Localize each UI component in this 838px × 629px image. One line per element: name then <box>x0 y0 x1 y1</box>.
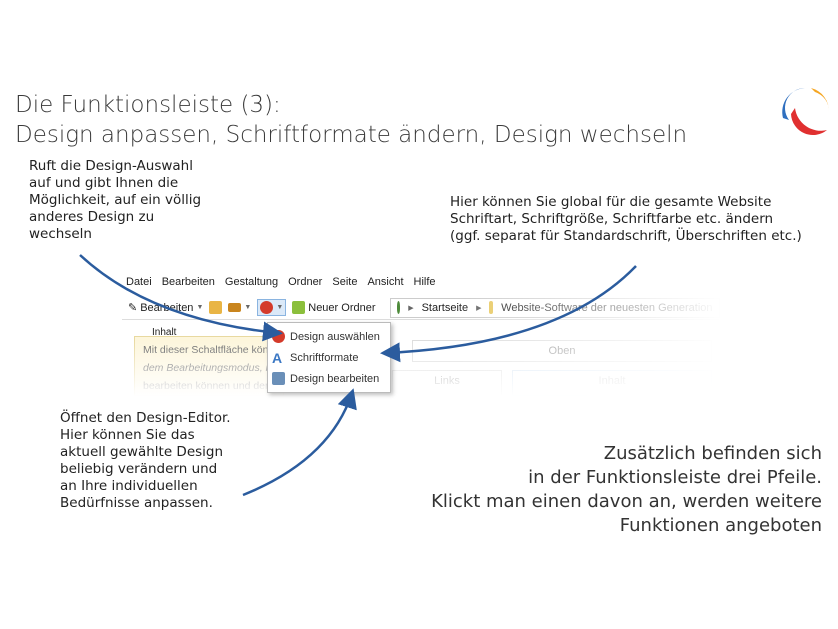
note-line: Öffnet den Design-Editor. <box>60 410 231 426</box>
font-icon: A <box>272 349 283 366</box>
menu-item-label: Design auswählen <box>290 330 380 343</box>
note-line: Ruft die Design-Auswahl <box>29 158 193 174</box>
note-line: Schriftart, Schriftgröße, Schriftfarbe e… <box>450 211 774 227</box>
note-line: (ggf. separat für Standardschrift, Übers… <box>450 228 802 244</box>
arrow-design-edit <box>242 388 357 497</box>
menu-item-label: Design bearbeiten <box>290 372 380 385</box>
logo-icon <box>782 88 830 136</box>
note-line: aktuell gewählte Design <box>60 444 224 460</box>
note-line: anderes Design zu <box>29 209 155 225</box>
arrow-fonts <box>380 265 637 363</box>
slide-title: Die Funktionsleiste (3): Design anpassen… <box>15 90 687 150</box>
menu-item-fonts[interactable]: A Schriftformate <box>272 347 386 368</box>
note-fonts: Hier können Sie global für die gesamte W… <box>450 194 802 245</box>
note-line: in der Funktionsleiste drei Pfeile. <box>528 467 822 488</box>
note-design-editor: Öffnet den Design-Editor. Hier können Si… <box>60 410 231 512</box>
note-line: Hier können Sie global für die gesamte W… <box>450 194 772 210</box>
note-design-select: Ruft die Design-Auswahl auf und gibt Ihn… <box>29 158 201 243</box>
monitor-icon <box>272 372 285 385</box>
note-line: beliebig verändern und <box>60 461 218 477</box>
menu-item-label: Schriftformate <box>290 351 359 364</box>
note-line: Hier können Sie das <box>60 427 195 443</box>
note-arrows: Zusätzlich befinden sich in der Funktion… <box>431 442 822 538</box>
arrow-design-select <box>79 254 283 342</box>
note-line: Klickt man einen davon an, werden weiter… <box>431 491 822 512</box>
menu-item-design-edit[interactable]: Design bearbeiten <box>272 368 386 389</box>
title-line-2: Design anpassen, Schriftformate ändern, … <box>15 122 688 148</box>
note-line: an Ihre individuellen <box>60 478 198 494</box>
note-line: wechseln <box>29 226 92 242</box>
note-line: Möglichkeit, auf ein völlig <box>29 192 202 208</box>
note-line: Bedürfnisse anpassen. <box>60 495 213 511</box>
title-line-1: Die Funktionsleiste (3): <box>15 92 281 118</box>
note-line: auf und gibt Ihnen die <box>29 175 179 191</box>
note-line: Funktionen angeboten <box>619 515 822 536</box>
note-line: Zusätzlich befinden sich <box>603 443 822 464</box>
